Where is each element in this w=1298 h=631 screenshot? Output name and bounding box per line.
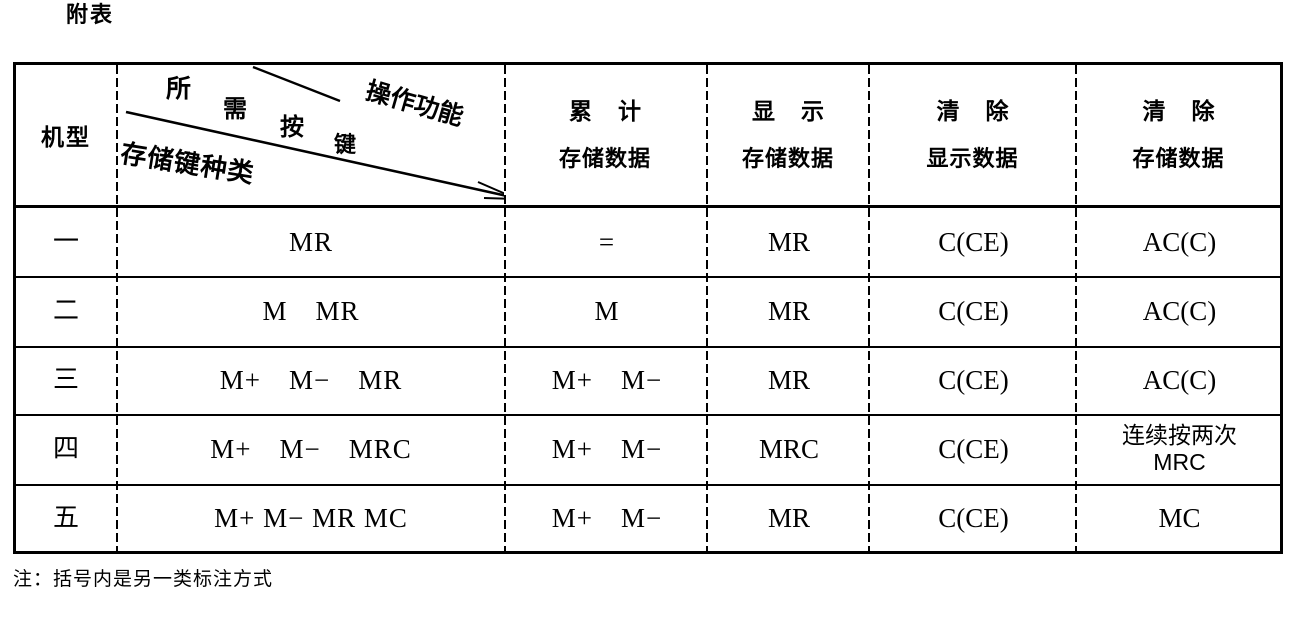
table-row: 五 M+ M− MR MC M+ M− MR C(CE) MC: [16, 484, 1280, 552]
attachment-table: 机型 所 需 按 键 操作功能 存储键种类 累计 存储数据 显示 存储数据: [13, 62, 1283, 554]
cell-clear-stored: AC(C): [1142, 296, 1217, 326]
header-label-model: 机型: [41, 124, 91, 150]
cell-display-stored: MR: [767, 227, 811, 257]
cell-model: 五: [52, 503, 79, 532]
cell-clear-displayed: C(CE): [938, 296, 1009, 326]
cell-accumulate-stored: M+ M−: [551, 365, 663, 395]
cell-display-stored: MR: [767, 365, 811, 395]
cell-required-keys: MR: [288, 227, 334, 257]
cell-clear-stored: AC(C): [1142, 365, 1217, 395]
diagonal-divider-icon: [125, 65, 504, 200]
header-label-required-key-3: 按: [280, 114, 304, 141]
column-divider-5: [1075, 65, 1077, 551]
column-divider-2: [504, 65, 506, 551]
column-divider-4: [868, 65, 870, 551]
cell-required-keys: M+ M− MRC: [210, 434, 412, 464]
table-row: 一 MR = MR C(CE) AC(C): [16, 208, 1280, 276]
row-divider-3: [16, 414, 1280, 416]
cell-display-stored: MRC: [758, 434, 820, 464]
table-footnote: 注：括号内是另一类标注方式: [13, 569, 274, 590]
header-label-accumulate: 累计: [569, 98, 667, 124]
cell-accumulate-stored: M+ M−: [551, 434, 663, 464]
header-label-required-key-4: 键: [334, 132, 357, 157]
cell-clear-stored: AC(C): [1142, 227, 1217, 257]
cell-clear-displayed: C(CE): [938, 365, 1009, 395]
cell-required-keys: M MR: [262, 296, 360, 326]
cell-display-stored: MR: [767, 503, 811, 533]
header-label-required-key-1: 所: [166, 75, 192, 103]
header-sublabel-stored-data-3: 存储数据: [1132, 146, 1225, 171]
column-divider-3: [706, 65, 708, 551]
row-divider-1: [16, 276, 1280, 278]
header-label-required-key-2: 需: [223, 96, 247, 123]
cell-clear-stored: MC: [1158, 503, 1201, 533]
cell-model: 一: [52, 227, 79, 256]
header-label-clear-2: 清除: [1142, 98, 1241, 124]
header-cell-model: 机型: [16, 65, 116, 205]
header-cell-clear-displayed: 清除 显示数据: [870, 65, 1075, 205]
header-bottom-rule: [16, 205, 1280, 208]
cell-model: 四: [52, 434, 79, 463]
cell-display-stored: MR: [767, 296, 811, 326]
cell-model: 三: [52, 365, 79, 394]
table-row: 四 M+ M− MRC M+ M− MRC C(CE) 连续按两次 MRC: [16, 414, 1280, 484]
table-header-row: 机型 所 需 按 键 操作功能 存储键种类 累计 存储数据 显示 存储数据: [16, 65, 1280, 205]
cell-clear-displayed: C(CE): [938, 227, 1009, 257]
cell-accumulate-stored: =: [598, 227, 616, 257]
header-label-clear-1: 清除: [936, 98, 1035, 124]
cell-clear-displayed: C(CE): [938, 503, 1009, 533]
header-cell-accumulate-stored: 累计 存储数据: [506, 65, 704, 205]
header-label-display: 显示: [752, 98, 850, 124]
row-divider-4: [16, 484, 1280, 486]
header-cell-diagonal: 所 需 按 键 操作功能 存储键种类: [118, 65, 504, 205]
row-divider-2: [16, 346, 1280, 348]
cell-required-keys: M+ M− MR: [219, 365, 403, 395]
table-row: 三 M+ M− MR M+ M− MR C(CE) AC(C): [16, 346, 1280, 414]
cell-clear-displayed: C(CE): [938, 434, 1009, 464]
column-divider-1: [116, 65, 118, 551]
header-cell-display-stored: 显示 存储数据: [708, 65, 868, 205]
table-row: 二 M MR M MR C(CE) AC(C): [16, 276, 1280, 346]
header-sublabel-stored-data-2: 存储数据: [741, 146, 834, 171]
page-title: 附表: [66, 2, 115, 27]
cell-model: 二: [52, 296, 79, 325]
cell-accumulate-stored: M+ M−: [551, 503, 663, 533]
cell-accumulate-stored: M: [594, 296, 620, 326]
header-sublabel-stored-data: 存储数据: [558, 146, 651, 171]
cell-clear-stored: 连续按两次 MRC: [1122, 422, 1237, 475]
header-sublabel-displayed-data: 显示数据: [926, 146, 1019, 171]
header-cell-clear-stored: 清除 存储数据: [1077, 65, 1280, 205]
table-body: 一 MR = MR C(CE) AC(C) 二 M MR M MR C(CE) …: [16, 208, 1280, 552]
cell-required-keys: M+ M− MR MC: [214, 503, 408, 533]
